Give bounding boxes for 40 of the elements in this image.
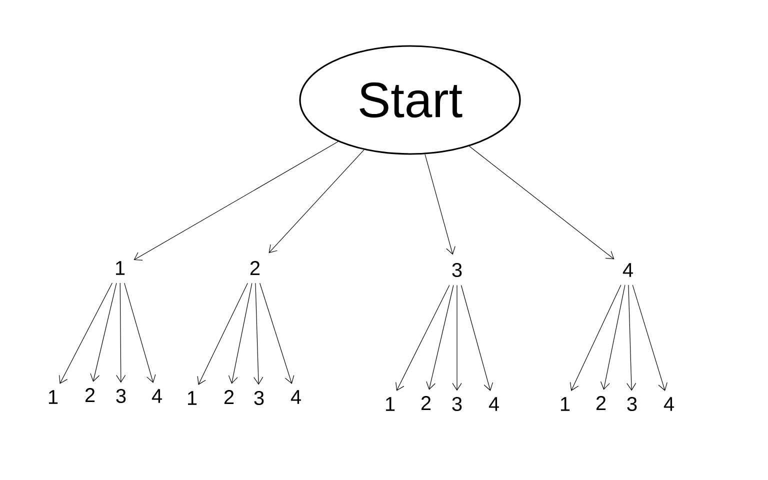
leaf-label: 2 — [421, 396, 431, 410]
leaf-label: 1 — [48, 390, 58, 404]
leaf-label: 4 — [290, 390, 301, 404]
arrow — [452, 284, 462, 391]
leaf-label: 4 — [488, 397, 499, 411]
leaf-label: 2 — [224, 390, 234, 404]
arrow — [197, 282, 248, 385]
leaf-label: 3 — [254, 390, 264, 406]
node-label: 1 — [116, 261, 125, 275]
arrow — [469, 146, 614, 260]
arrow — [58, 282, 112, 384]
arrow — [268, 150, 364, 254]
arrow — [116, 282, 126, 383]
arrow — [228, 282, 252, 384]
leaf-label: 3 — [627, 396, 637, 412]
arrow — [570, 284, 622, 391]
leaf-label: 3 — [452, 396, 462, 412]
arrow — [424, 154, 456, 255]
arrow — [124, 282, 156, 383]
leaf-label: 1 — [386, 397, 395, 411]
leaf-label: 2 — [85, 388, 95, 402]
arrow — [254, 282, 264, 385]
arrow — [260, 282, 294, 384]
leaf-label: 4 — [152, 389, 162, 403]
arrow — [396, 284, 450, 391]
node-label: 3 — [452, 262, 462, 278]
node-label: 2 — [250, 261, 260, 275]
arrow — [90, 282, 117, 382]
arrow — [134, 141, 338, 260]
leaf-label: 3 — [116, 388, 126, 404]
arrow — [460, 284, 494, 391]
arrow — [600, 284, 626, 390]
arrow — [426, 284, 454, 390]
arrow — [632, 284, 668, 391]
arrow — [626, 284, 636, 391]
node-label: 4 — [622, 263, 633, 277]
leaf-label: 2 — [596, 396, 606, 410]
leaf-label: 1 — [188, 391, 197, 405]
leaf-label: 4 — [664, 397, 674, 411]
leaf-label: 1 — [560, 397, 570, 411]
